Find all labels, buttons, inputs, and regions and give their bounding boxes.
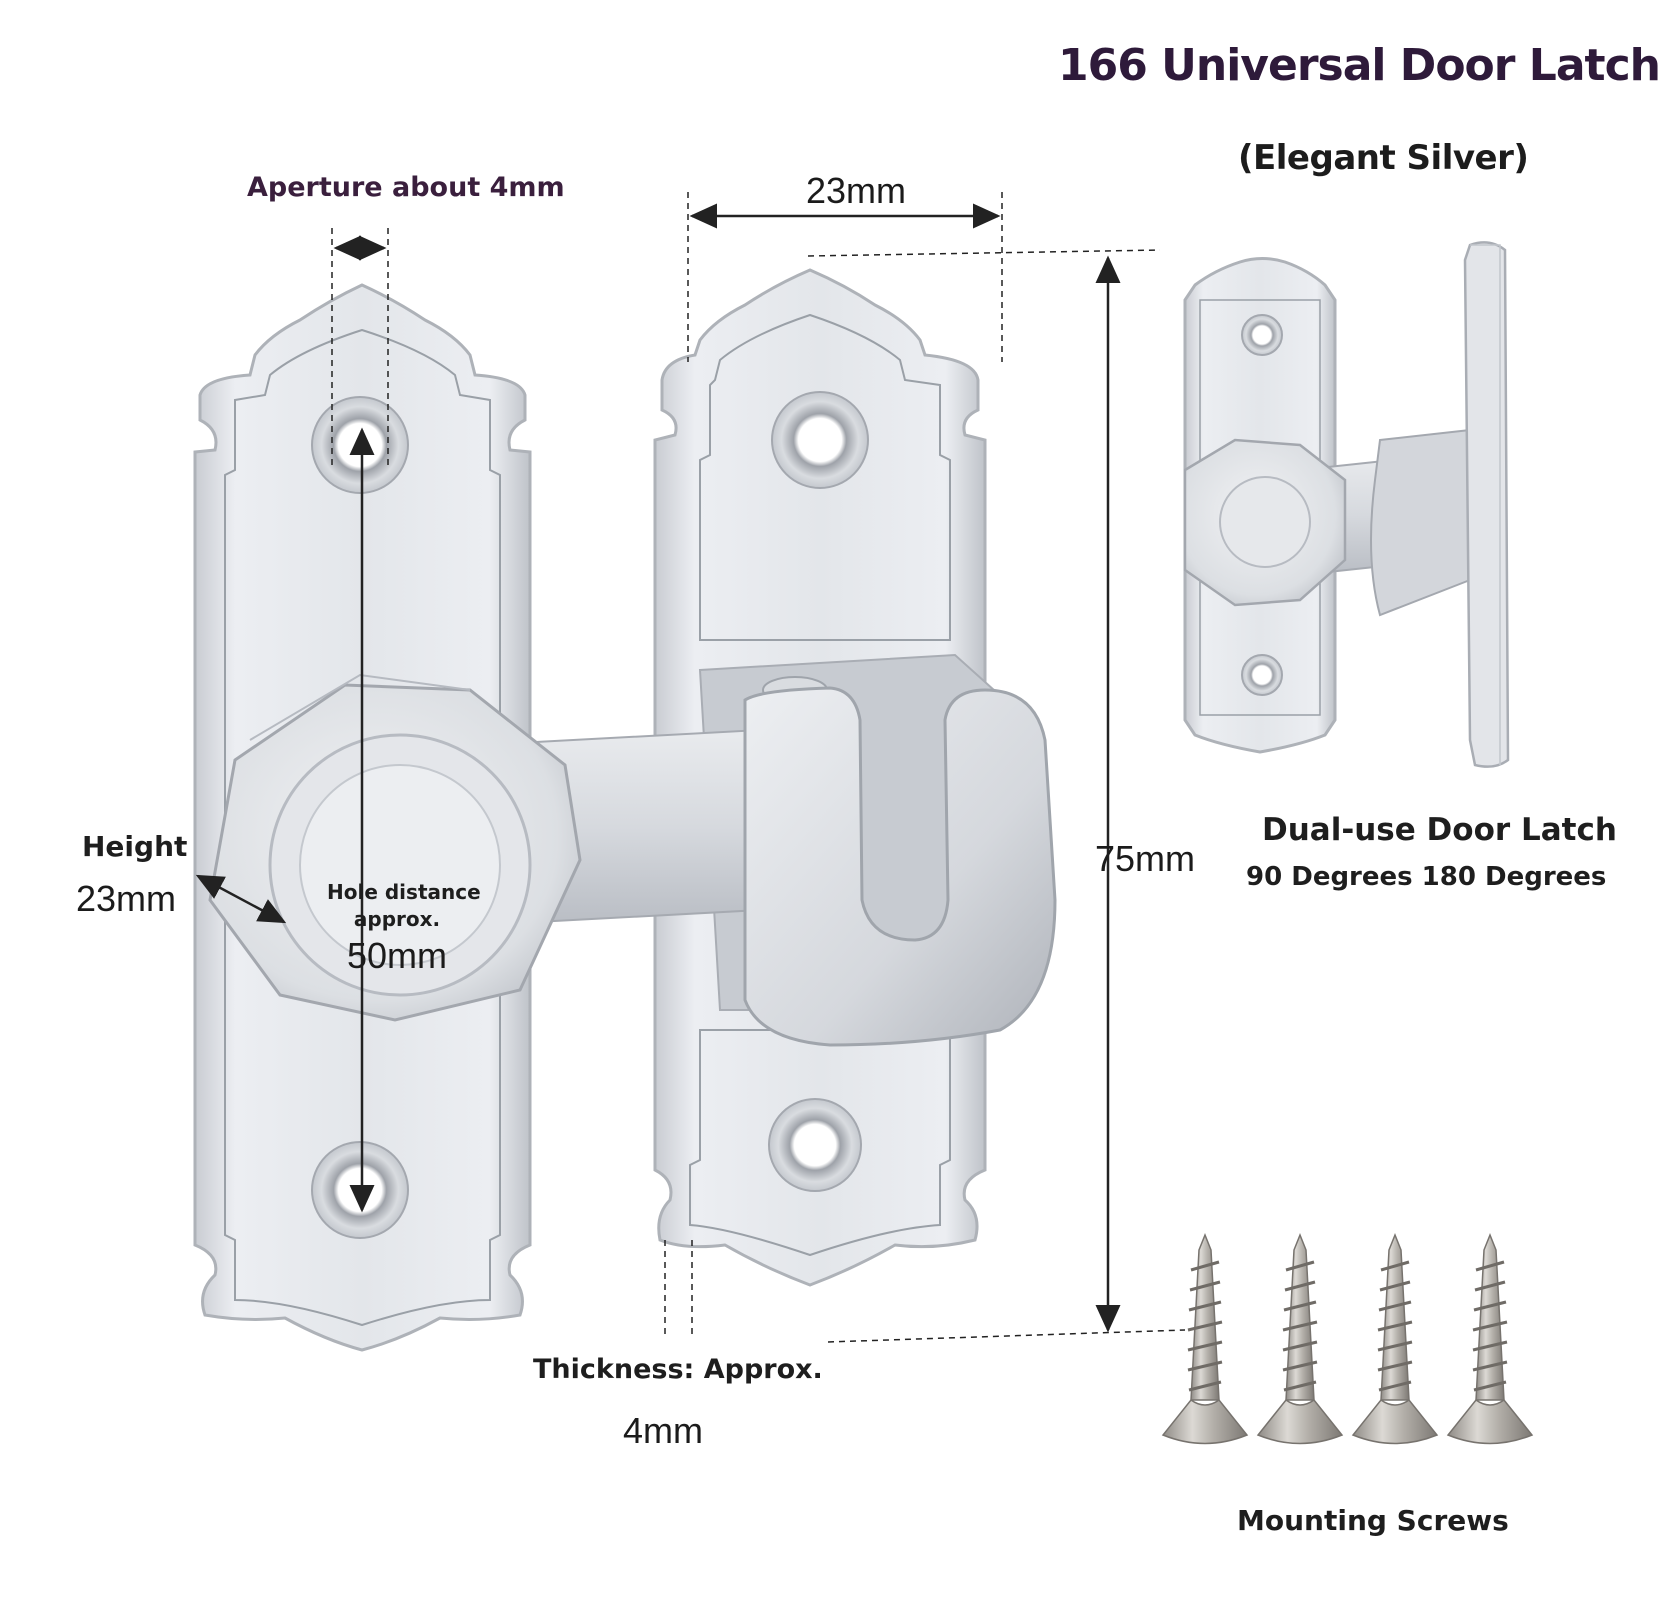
keeper-bottom-hole (768, 1098, 862, 1192)
length-dimension-label: 75mm (1095, 838, 1196, 879)
screw-4 (1446, 1232, 1534, 1445)
variant-angles: 90 Degrees 180 Degrees (1246, 862, 1607, 892)
variant-name: Dual-use Door Latch (1262, 812, 1617, 848)
width-dimension-label: 23mm (806, 170, 907, 211)
hole-distance-label-line2: approx. (353, 907, 441, 931)
dimension-lines (195, 192, 1186, 1343)
thickness-value: 4mm (623, 1410, 703, 1451)
mounting-screws (1161, 1232, 1534, 1445)
hole-distance-value: 50mm (346, 935, 448, 976)
latch-diagram (193, 192, 1534, 1445)
screw-3 (1351, 1232, 1439, 1445)
screw-1 (1161, 1232, 1249, 1445)
height-value: 23mm (76, 878, 177, 919)
screw-2 (1256, 1232, 1344, 1445)
side-view-illustration (1183, 241, 1510, 768)
page-title: 166 Universal Door Latch (1058, 40, 1660, 91)
bottom-screw-hole (311, 1141, 409, 1239)
top-screw-hole (311, 396, 409, 494)
aperture-label: Aperture about 4mm (247, 172, 565, 203)
height-arrow (195, 874, 287, 924)
page-subtitle: (Elegant Silver) (1238, 138, 1529, 178)
thickness-label: Thickness: Approx. (533, 1354, 823, 1385)
height-label: Height (82, 830, 188, 863)
screws-label: Mounting Screws (1237, 1504, 1509, 1537)
keeper-top-hole (771, 391, 869, 489)
hole-distance-label-line1: Hole distance (327, 880, 481, 904)
